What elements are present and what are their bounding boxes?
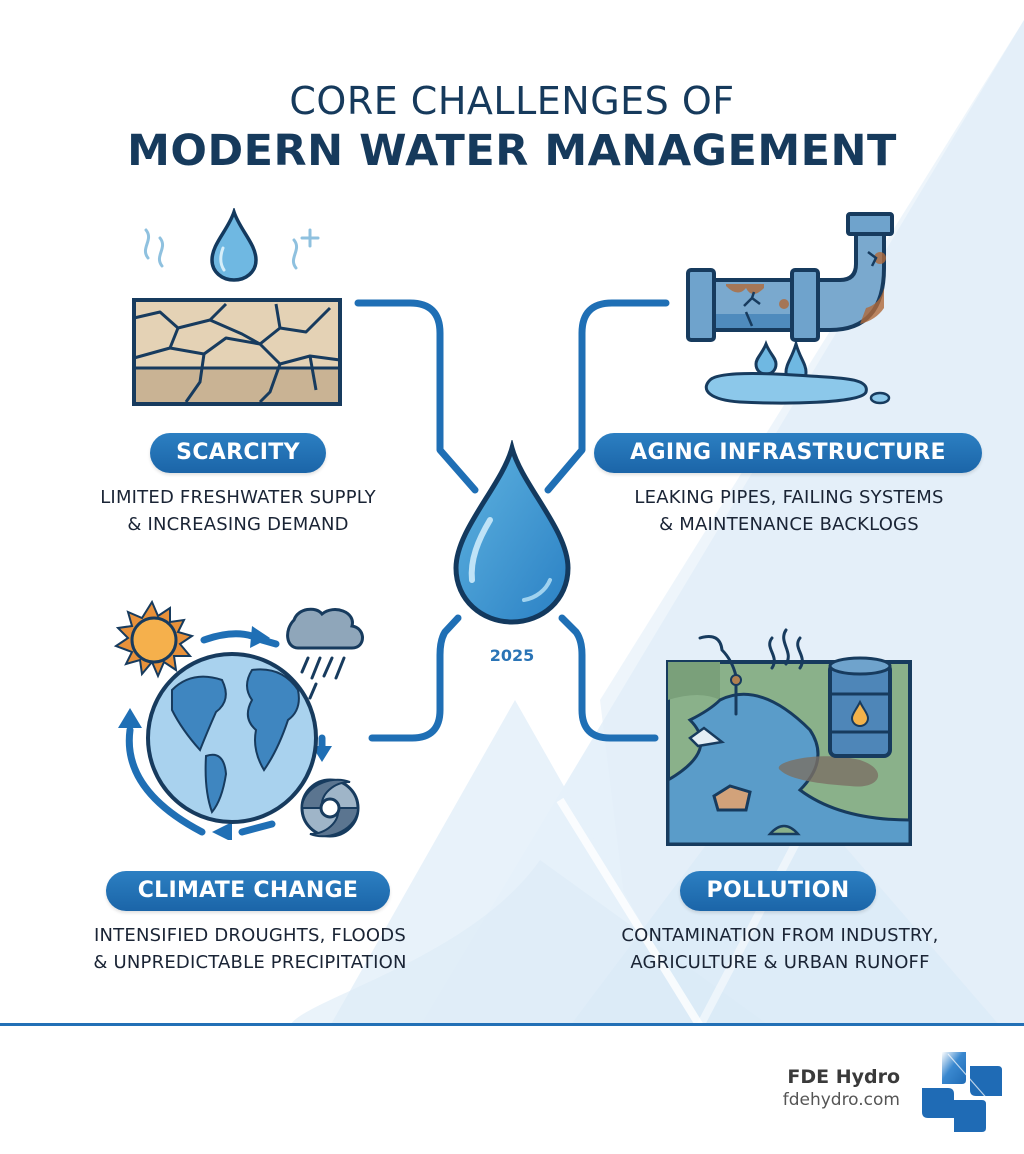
connector-lines (354, 299, 670, 742)
cracked-earth-icon (132, 208, 342, 406)
description-line-1: CONTAMINATION FROM INDUSTRY, (621, 925, 939, 946)
challenge-description-scarcity: LIMITED FRESHWATER SUPPLY & INCREASING D… (40, 484, 436, 538)
challenge-label-climate-change: CLIMATE CHANGE (106, 871, 390, 911)
description-line-2: & UNPREDICTABLE PRECIPITATION (93, 952, 407, 973)
title-line-1: CORE CHALLENGES OF (289, 79, 735, 123)
title-line-2: MODERN WATER MANAGEMENT (127, 126, 897, 176)
challenge-label-scarcity: SCARCITY (150, 433, 326, 473)
description-line-1: LEAKING PIPES, FAILING SYSTEMS (634, 487, 944, 508)
year-label: 2025 (489, 646, 535, 665)
leaking-pipe-icon (686, 212, 894, 405)
footer: FDE Hydro fdehydro.com (0, 1026, 1024, 1154)
page-title: CORE CHALLENGES OF MODERN WATER MANAGEME… (0, 78, 1024, 178)
challenge-description-aging-infrastructure: LEAKING PIPES, FAILING SYSTEMS & MAINTEN… (584, 484, 994, 538)
challenge-description-climate-change: INTENSIFIED DROUGHTS, FLOODS & UNPREDICT… (40, 922, 460, 976)
description-line-1: LIMITED FRESHWATER SUPPLY (100, 487, 376, 508)
description-line-2: & INCREASING DEMAND (127, 514, 349, 535)
description-line-2: AGRICULTURE & URBAN RUNOFF (630, 952, 930, 973)
description-line-2: & MAINTENANCE BACKLOGS (659, 514, 919, 535)
brand-name: FDE Hydro (787, 1066, 900, 1088)
challenge-label-pollution: POLLUTION (680, 871, 876, 911)
footer-divider (0, 1023, 1024, 1026)
challenge-label-aging-infrastructure: AGING INFRASTRUCTURE (594, 433, 982, 473)
water-drop-icon (453, 440, 571, 625)
description-line-1: INTENSIFIED DROUGHTS, FLOODS (94, 925, 406, 946)
polluted-river-icon (666, 628, 912, 846)
globe-climate-cycle-icon (113, 600, 364, 840)
brand-url: fdehydro.com (782, 1090, 900, 1110)
challenge-description-pollution: CONTAMINATION FROM INDUSTRY, AGRICULTURE… (570, 922, 990, 976)
fde-hydro-logo-icon (922, 1052, 1002, 1132)
